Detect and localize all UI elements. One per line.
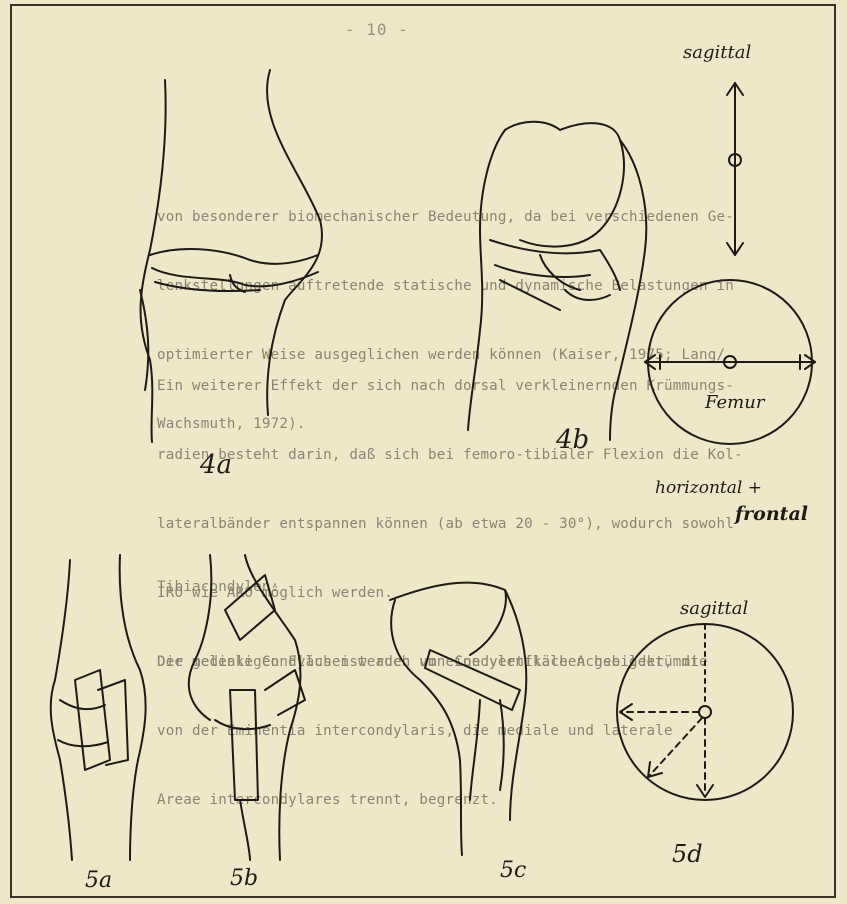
figure-label-5a: 5a: [85, 868, 112, 893]
knee-sketch-5a: [51, 555, 146, 860]
figure-label-4b: 4b: [556, 425, 589, 455]
label-horizontal: horizontal +: [655, 478, 762, 498]
figure-label-4a: 4a: [200, 450, 232, 480]
figure-label-5b: 5b: [230, 866, 258, 891]
label-femur: Femur: [705, 392, 764, 413]
label-frontal: frontal: [735, 503, 808, 525]
label-sagittal-bottom: sagittal: [680, 598, 748, 619]
figure-label-5c: 5c: [500, 858, 526, 883]
knee-sketch-4b: [468, 122, 646, 440]
figure-label-5d: 5d: [672, 840, 703, 868]
label-sagittal-top: sagittal: [683, 42, 751, 63]
knee-sketch-4a: [140, 70, 322, 442]
knee-sketch-5c: [390, 583, 526, 855]
femur-axis-circle: [645, 280, 815, 444]
knee-sketch-5b: [189, 555, 305, 860]
sagittal-circle-diagram: [617, 624, 793, 800]
sagittal-axis-arrow: [727, 83, 743, 255]
